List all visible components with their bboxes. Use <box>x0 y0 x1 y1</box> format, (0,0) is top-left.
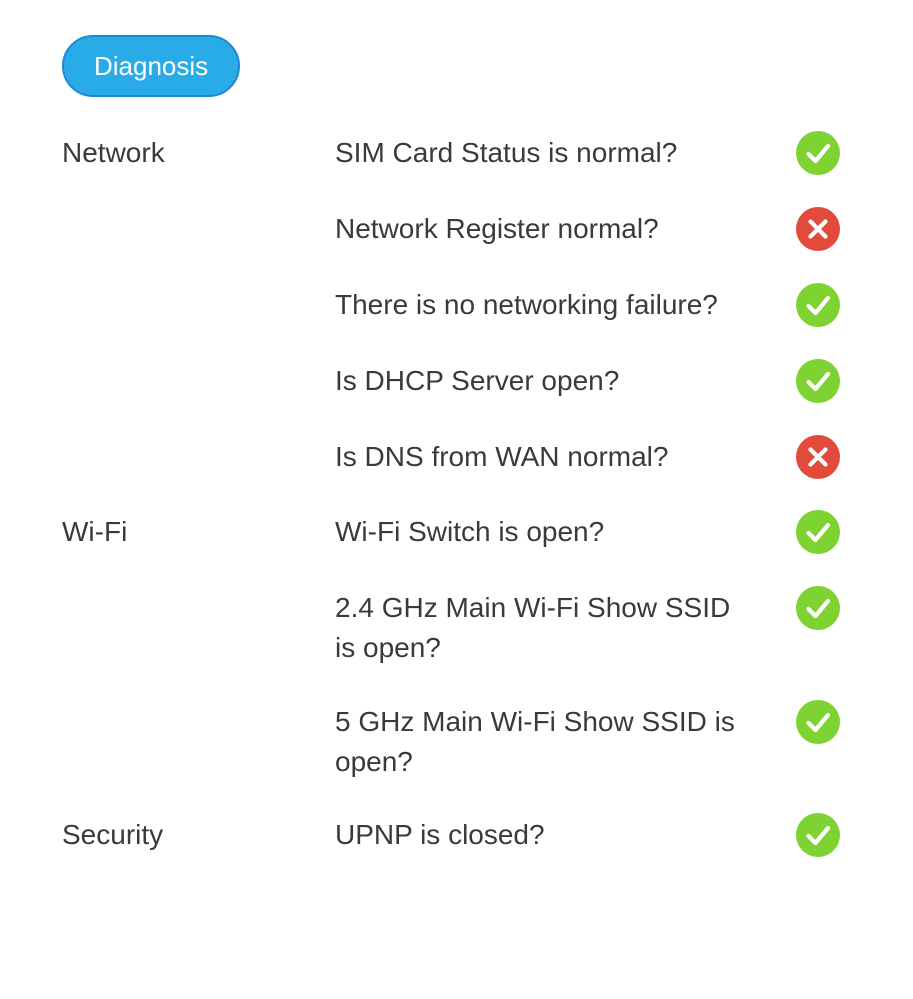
diagnosis-question: Is DNS from WAN normal? <box>335 441 669 472</box>
check-circle-icon <box>796 586 840 630</box>
diagnosis-question: Is DHCP Server open? <box>335 365 620 396</box>
diagnosis-question: 5 GHz Main Wi-Fi Show SSID is open? <box>335 706 735 777</box>
diagnosis-row: There is no networking failure? <box>335 283 840 327</box>
diagnosis-row: UPNP is closed? <box>335 813 840 857</box>
diagnosis-tab[interactable]: Diagnosis <box>62 35 241 97</box>
section-security: Security UPNP is closed? <box>62 813 840 857</box>
check-circle-icon <box>796 359 840 403</box>
diagnosis-question: UPNP is closed? <box>335 819 545 850</box>
check-circle-icon <box>796 813 840 857</box>
diagnosis-row: Network Register normal? <box>335 207 840 251</box>
section-label: Wi-Fi <box>62 516 128 547</box>
diagnosis-question: Wi-Fi Switch is open? <box>335 516 605 547</box>
diagnosis-row: 5 GHz Main Wi-Fi Show SSID is open? <box>335 700 840 782</box>
section-items: SIM Card Status is normal? Network Regist… <box>335 131 840 479</box>
section-label: Security <box>62 819 164 850</box>
diagnosis-question: 2.4 GHz Main Wi-Fi Show SSID is open? <box>335 592 731 663</box>
diagnosis-question: Network Register normal? <box>335 213 659 244</box>
check-circle-icon <box>796 283 840 327</box>
diagnosis-row: Wi-Fi Switch is open? <box>335 510 840 554</box>
check-circle-icon <box>796 131 840 175</box>
section-network: Network SIM Card Status is normal? Network… <box>62 131 840 479</box>
x-circle-icon <box>796 207 840 251</box>
check-circle-icon <box>796 700 840 744</box>
diagnosis-row: SIM Card Status is normal? <box>335 131 840 175</box>
diagnosis-sections: Network SIM Card Status is normal? Network… <box>62 131 840 857</box>
check-circle-icon <box>796 510 840 554</box>
diagnosis-row: Is DHCP Server open? <box>335 359 840 403</box>
diagnosis-row: Is DNS from WAN normal? <box>335 435 840 479</box>
diagnosis-question: There is no networking failure? <box>335 289 718 320</box>
x-circle-icon <box>796 435 840 479</box>
section-items: UPNP is closed? <box>335 813 840 857</box>
section-items: Wi-Fi Switch is open? 2.4 GHz Main Wi-Fi … <box>335 510 840 782</box>
section-wi-fi: Wi-Fi Wi-Fi Switch is open? 2.4 GHz Main W… <box>62 510 840 782</box>
diagnosis-question: SIM Card Status is normal? <box>335 137 678 168</box>
section-label: Network <box>62 137 165 168</box>
diagnosis-row: 2.4 GHz Main Wi-Fi Show SSID is open? <box>335 586 840 668</box>
